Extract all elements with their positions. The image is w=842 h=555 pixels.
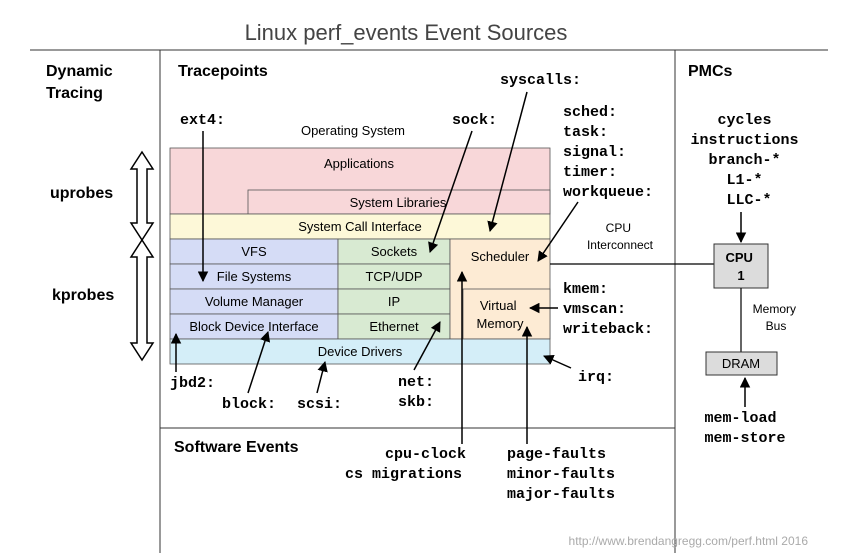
ip-label: IP [388,294,400,309]
dram-label: DRAM [722,356,760,371]
uprobes-arrow [129,150,155,242]
volume-manager-label: Volume Manager [205,294,304,309]
tracepoints-heading: Tracepoints [178,63,268,80]
volume-manager-box [169,288,339,315]
software-events-heading: Software Events [174,439,299,456]
kprobes-label: kprobes [52,287,114,304]
pmc-events-list: cycles instructions branch-* L1-* LLC-* [690,112,807,209]
net-tracepoint-group: net: skb: [398,374,443,411]
system-call-interface-box [169,213,551,240]
cpu-interconnect-label: CPU Interconnect [587,221,654,252]
page-fault-events: page-faults minor-faults major-faults [507,446,624,503]
scsi-tracepoint: scsi: [297,396,342,413]
diagram-title: Linux perf_events Event Sources [245,20,568,45]
applications-label: Applications [324,156,395,171]
irq-arrow [543,355,572,369]
cpu-clock-event: cpu-clock [385,446,466,463]
jbd2-tracepoint: jbd2: [170,375,215,392]
system-libraries-label: System Libraries [350,195,447,210]
dynamic-tracing-heading: Dynamic Tracing [46,63,117,102]
block-tracepoint: block: [222,396,276,413]
credit-url: http://www.brendangregg.com/perf.html 20… [569,534,809,548]
file-systems-label: File Systems [217,269,292,284]
virtual-memory-label: Virtual Memory [477,298,524,331]
tcp-udp-box [337,263,451,290]
ext4-tracepoint: ext4: [180,112,225,129]
sockets-label: Sockets [371,244,418,259]
device-drivers-label: Device Drivers [318,344,403,359]
vfs-label: VFS [241,244,267,259]
cpu-box [713,243,769,289]
sched-tracepoint-group: sched: task: signal: timer: workqueue: [563,104,653,201]
system-call-interface-label: System Call Interface [298,219,422,234]
sock-tracepoint: sock: [452,112,497,129]
device-drivers-box [169,338,551,365]
block-device-interface-label: Block Device Interface [189,319,318,334]
cpu-label: CPU 1 [725,250,756,283]
sched-arrow [537,201,579,262]
memory-events-list: mem-load mem-store [704,410,785,447]
memory-bus-label: Memory Bus [753,302,800,333]
syscalls-arrow [487,91,528,233]
ethernet-label: Ethernet [369,319,419,334]
kprobes-arrow [129,238,155,362]
scheduler-label: Scheduler [471,249,530,264]
virtual-memory-box [462,288,551,340]
sock-arrow [428,130,473,253]
operating-system-label: Operating System [301,123,405,138]
scsi-arrow [316,360,328,394]
pmcs-heading: PMCs [688,63,733,80]
uprobes-label: uprobes [50,185,113,202]
net-arrow [413,321,441,371]
block-arrow [247,331,271,394]
irq-tracepoint: irq: [578,369,614,386]
syscalls-tracepoint: syscalls: [500,72,581,89]
memory-tracepoint-group: kmem: vmscan: writeback: [563,281,653,338]
cs-migrations-event: cs migrations [345,466,462,483]
ip-box [337,288,451,315]
vfs-box [169,238,339,265]
tcp-udp-label: TCP/UDP [365,269,422,284]
dram-box [705,351,778,376]
